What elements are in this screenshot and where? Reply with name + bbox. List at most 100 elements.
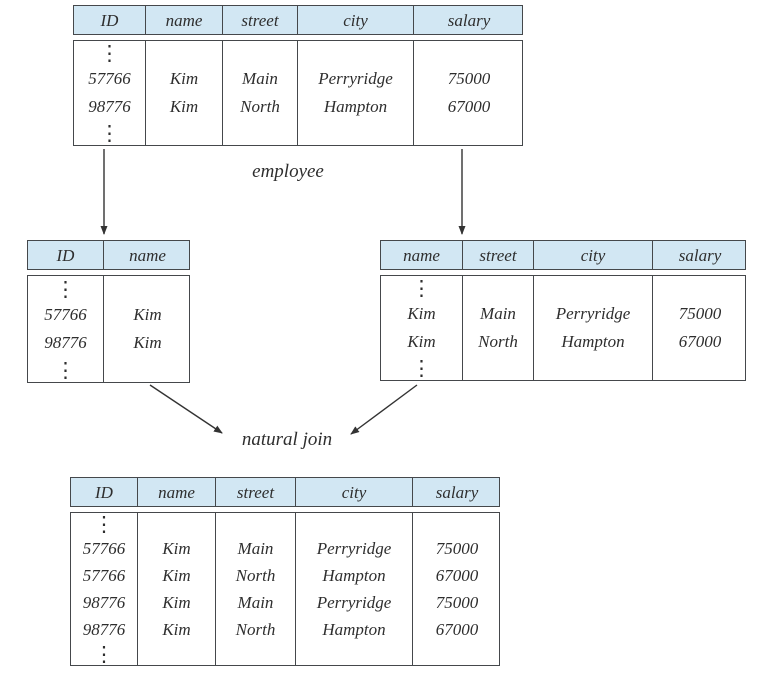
- data-cell: Hampton: [534, 328, 653, 356]
- header-cell: ID: [71, 478, 138, 506]
- header-cell: city: [534, 241, 653, 269]
- dots-cell: [653, 356, 747, 380]
- data-cell: 67000: [435, 565, 479, 585]
- header-cell: ID: [28, 241, 104, 269]
- data-cell: 98776: [71, 616, 138, 643]
- projection-id-name-header: ID name: [27, 240, 190, 270]
- dots-cell: [104, 357, 191, 382]
- data-cell: Hampton: [298, 93, 414, 121]
- employee-table-body: ⋮ 57766 Kim Main Perryridge 75000 98776 …: [73, 40, 523, 146]
- dots-cell: [463, 356, 534, 380]
- dots-cell: [216, 513, 296, 535]
- dots-cell: ⋮: [74, 121, 146, 145]
- data-cell: 67000: [447, 97, 491, 116]
- natural-join-label: natural join: [241, 429, 333, 450]
- employee-label: employee: [252, 161, 324, 182]
- data-cell: Perryridge: [298, 65, 414, 93]
- dots-cell: [534, 276, 653, 300]
- projection-id-name-table: ID name ⋮ 57766 Kim 98776 Kim ⋮: [27, 240, 190, 383]
- arrow-right-projection-to-natural-join: [350, 384, 418, 435]
- header-cell: street: [223, 6, 298, 34]
- employee-table: ID name street city salary ⋮ 57766 Kim M…: [73, 5, 523, 146]
- header-cell: street: [216, 478, 296, 506]
- dots-cell: ⋮: [71, 643, 138, 665]
- dots-cell: [414, 41, 524, 65]
- data-cell: Kim: [381, 300, 463, 328]
- header-cell: name: [138, 478, 216, 506]
- dots-cell: [534, 356, 653, 380]
- dots-cell: ⋮: [71, 513, 138, 535]
- data-cell: Main: [216, 589, 296, 616]
- header-cell: salary: [447, 10, 491, 30]
- dots-cell: [413, 643, 501, 665]
- data-cell: Kim: [138, 562, 216, 589]
- header-cell: city: [296, 478, 413, 506]
- data-cell: Hampton: [296, 616, 413, 643]
- data-cell: Perryridge: [534, 300, 653, 328]
- dots-cell: [104, 276, 191, 301]
- data-cell: North: [463, 328, 534, 356]
- data-cell: 75000: [435, 538, 479, 558]
- data-cell: 67000: [678, 332, 722, 351]
- data-cell: Kim: [138, 535, 216, 562]
- vertical-ellipsis: ⋮: [411, 356, 432, 380]
- data-cell: 98776: [74, 93, 146, 121]
- join-result-header: ID name street city salary: [70, 477, 500, 507]
- dots-cell: ⋮: [381, 356, 463, 380]
- join-result-table: ID name street city salary ⋮ 57766 Kim M…: [70, 477, 500, 666]
- dots-cell: [298, 121, 414, 145]
- data-cell: 57766: [28, 301, 104, 329]
- data-cell: 57766: [71, 562, 138, 589]
- dots-cell: [223, 41, 298, 65]
- data-cell: Main: [463, 300, 534, 328]
- data-cell: Perryridge: [296, 589, 413, 616]
- data-cell: 67000: [435, 619, 479, 639]
- vertical-ellipsis: ⋮: [99, 121, 120, 145]
- projection-id-name-body: ⋮ 57766 Kim 98776 Kim ⋮: [27, 275, 190, 383]
- data-cell: 57766: [74, 65, 146, 93]
- dots-cell: [298, 41, 414, 65]
- dots-cell: [146, 121, 223, 145]
- dots-cell: [463, 276, 534, 300]
- dots-cell: [414, 121, 524, 145]
- dots-cell: [138, 513, 216, 535]
- data-cell: Kim: [146, 93, 223, 121]
- data-cell: Main: [223, 65, 298, 93]
- data-cell: 57766: [71, 535, 138, 562]
- dots-cell: ⋮: [28, 276, 104, 301]
- data-cell: 98776: [71, 589, 138, 616]
- dots-cell: [223, 121, 298, 145]
- data-cell: 75000: [447, 69, 491, 88]
- data-cell: 75000: [435, 592, 479, 612]
- data-cell: 75000: [678, 304, 722, 323]
- dots-cell: [216, 643, 296, 665]
- data-cell: Perryridge: [296, 535, 413, 562]
- arrow-left-projection-to-natural-join: [149, 384, 223, 434]
- data-cell: Main: [216, 535, 296, 562]
- data-cell: North: [223, 93, 298, 121]
- header-cell: salary: [435, 482, 479, 502]
- header-cell: name: [146, 6, 223, 34]
- data-cell: Kim: [138, 616, 216, 643]
- projection-nscs-body: ⋮ Kim Main Perryridge 75000 Kim North Ha…: [380, 275, 746, 381]
- dots-cell: [146, 41, 223, 65]
- dots-cell: ⋮: [74, 41, 146, 65]
- header-cell: ID: [74, 6, 146, 34]
- data-cell: Kim: [133, 333, 162, 352]
- header-cell: name: [129, 245, 166, 265]
- header-cell: city: [298, 6, 414, 34]
- vertical-ellipsis: ⋮: [55, 276, 76, 301]
- dots-cell: [296, 513, 413, 535]
- dots-cell: ⋮: [28, 357, 104, 382]
- employee-table-header: ID name street city salary: [73, 5, 523, 35]
- data-cell: North: [216, 562, 296, 589]
- join-result-body: ⋮ 57766 Kim Main Perryridge 75000 57766 …: [70, 512, 500, 666]
- data-cell: North: [216, 616, 296, 643]
- vertical-ellipsis: ⋮: [93, 642, 115, 666]
- data-cell: Kim: [133, 305, 162, 324]
- data-cell: Kim: [138, 589, 216, 616]
- projection-name-street-city-salary-table: name street city salary ⋮ Kim Main Perry…: [380, 240, 746, 381]
- dots-cell: [653, 276, 747, 300]
- vertical-ellipsis: ⋮: [411, 276, 432, 300]
